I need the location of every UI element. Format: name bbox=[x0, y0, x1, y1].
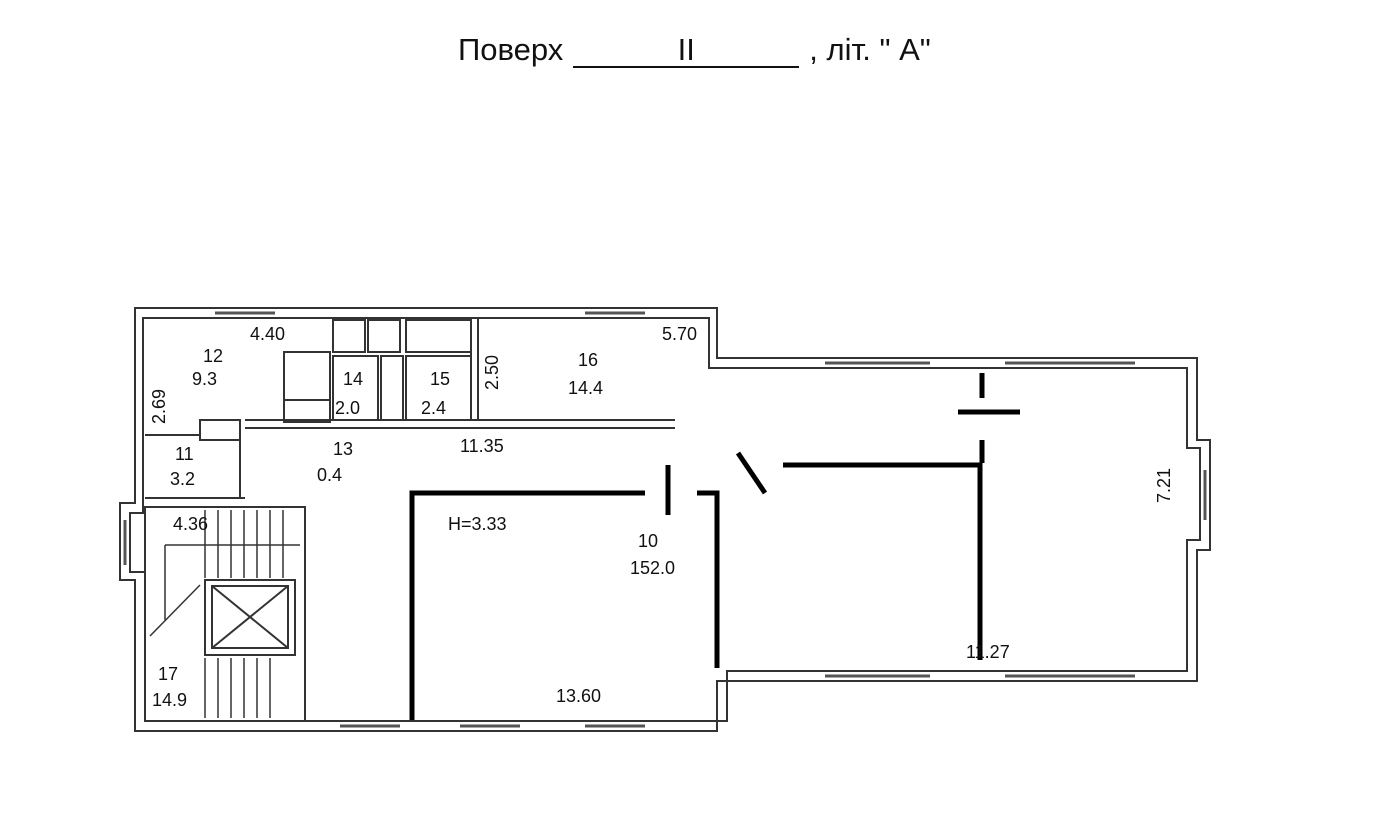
stair-steps bbox=[149, 510, 300, 718]
room-number: 11 bbox=[175, 444, 194, 464]
wc-cell bbox=[332, 319, 366, 353]
stair-block bbox=[144, 506, 306, 722]
dimension: 2.69 bbox=[149, 389, 169, 424]
floor-label: Поверх bbox=[458, 32, 564, 67]
room-number: 16 bbox=[578, 350, 598, 370]
room-area: 0.4 bbox=[317, 465, 342, 485]
room-area: 3.2 bbox=[170, 469, 195, 489]
ceiling-height: H=3.33 bbox=[448, 514, 507, 534]
room-number: 14 bbox=[343, 369, 363, 389]
room-area: 2.0 bbox=[335, 398, 360, 418]
room-number: 10 bbox=[638, 531, 658, 551]
room-labels: 12 9.3 14 2.0 15 2.4 16 14.4 11 3.2 13 0… bbox=[152, 346, 675, 710]
outer-wall bbox=[119, 307, 1211, 732]
room-number: 13 bbox=[333, 439, 353, 459]
room-number: 17 bbox=[158, 664, 178, 684]
dimension: 7.21 bbox=[1154, 468, 1174, 503]
dimension: 5.70 bbox=[662, 324, 697, 344]
new-partitions bbox=[409, 373, 1020, 720]
room-area: 2.4 bbox=[421, 398, 446, 418]
dimension-labels: 4.40 5.70 2.50 2.69 11.35 4.36 7.21 11.2… bbox=[149, 324, 1174, 706]
room-area: 14.4 bbox=[568, 378, 603, 398]
room-number: 15 bbox=[430, 369, 450, 389]
windows bbox=[123, 311, 1207, 728]
room-area: 14.9 bbox=[152, 690, 187, 710]
room-area: 9.3 bbox=[192, 369, 217, 389]
room-area: 152.0 bbox=[630, 558, 675, 578]
room-number: 12 bbox=[203, 346, 223, 366]
dimension: 13.60 bbox=[556, 686, 601, 706]
floor-title: Поверх II , літ. " А" bbox=[458, 32, 931, 68]
dimension: 11.27 bbox=[966, 642, 1010, 662]
inner-wall bbox=[129, 317, 1201, 722]
dimension: 4.36 bbox=[173, 514, 208, 534]
letter-label: , літ. " А" bbox=[809, 32, 931, 67]
dimension: 2.50 bbox=[482, 355, 502, 390]
elevator-shaft bbox=[204, 579, 296, 656]
floor-number: II bbox=[573, 34, 800, 68]
dimension: 11.35 bbox=[460, 436, 504, 456]
dimension: 4.40 bbox=[250, 324, 285, 344]
